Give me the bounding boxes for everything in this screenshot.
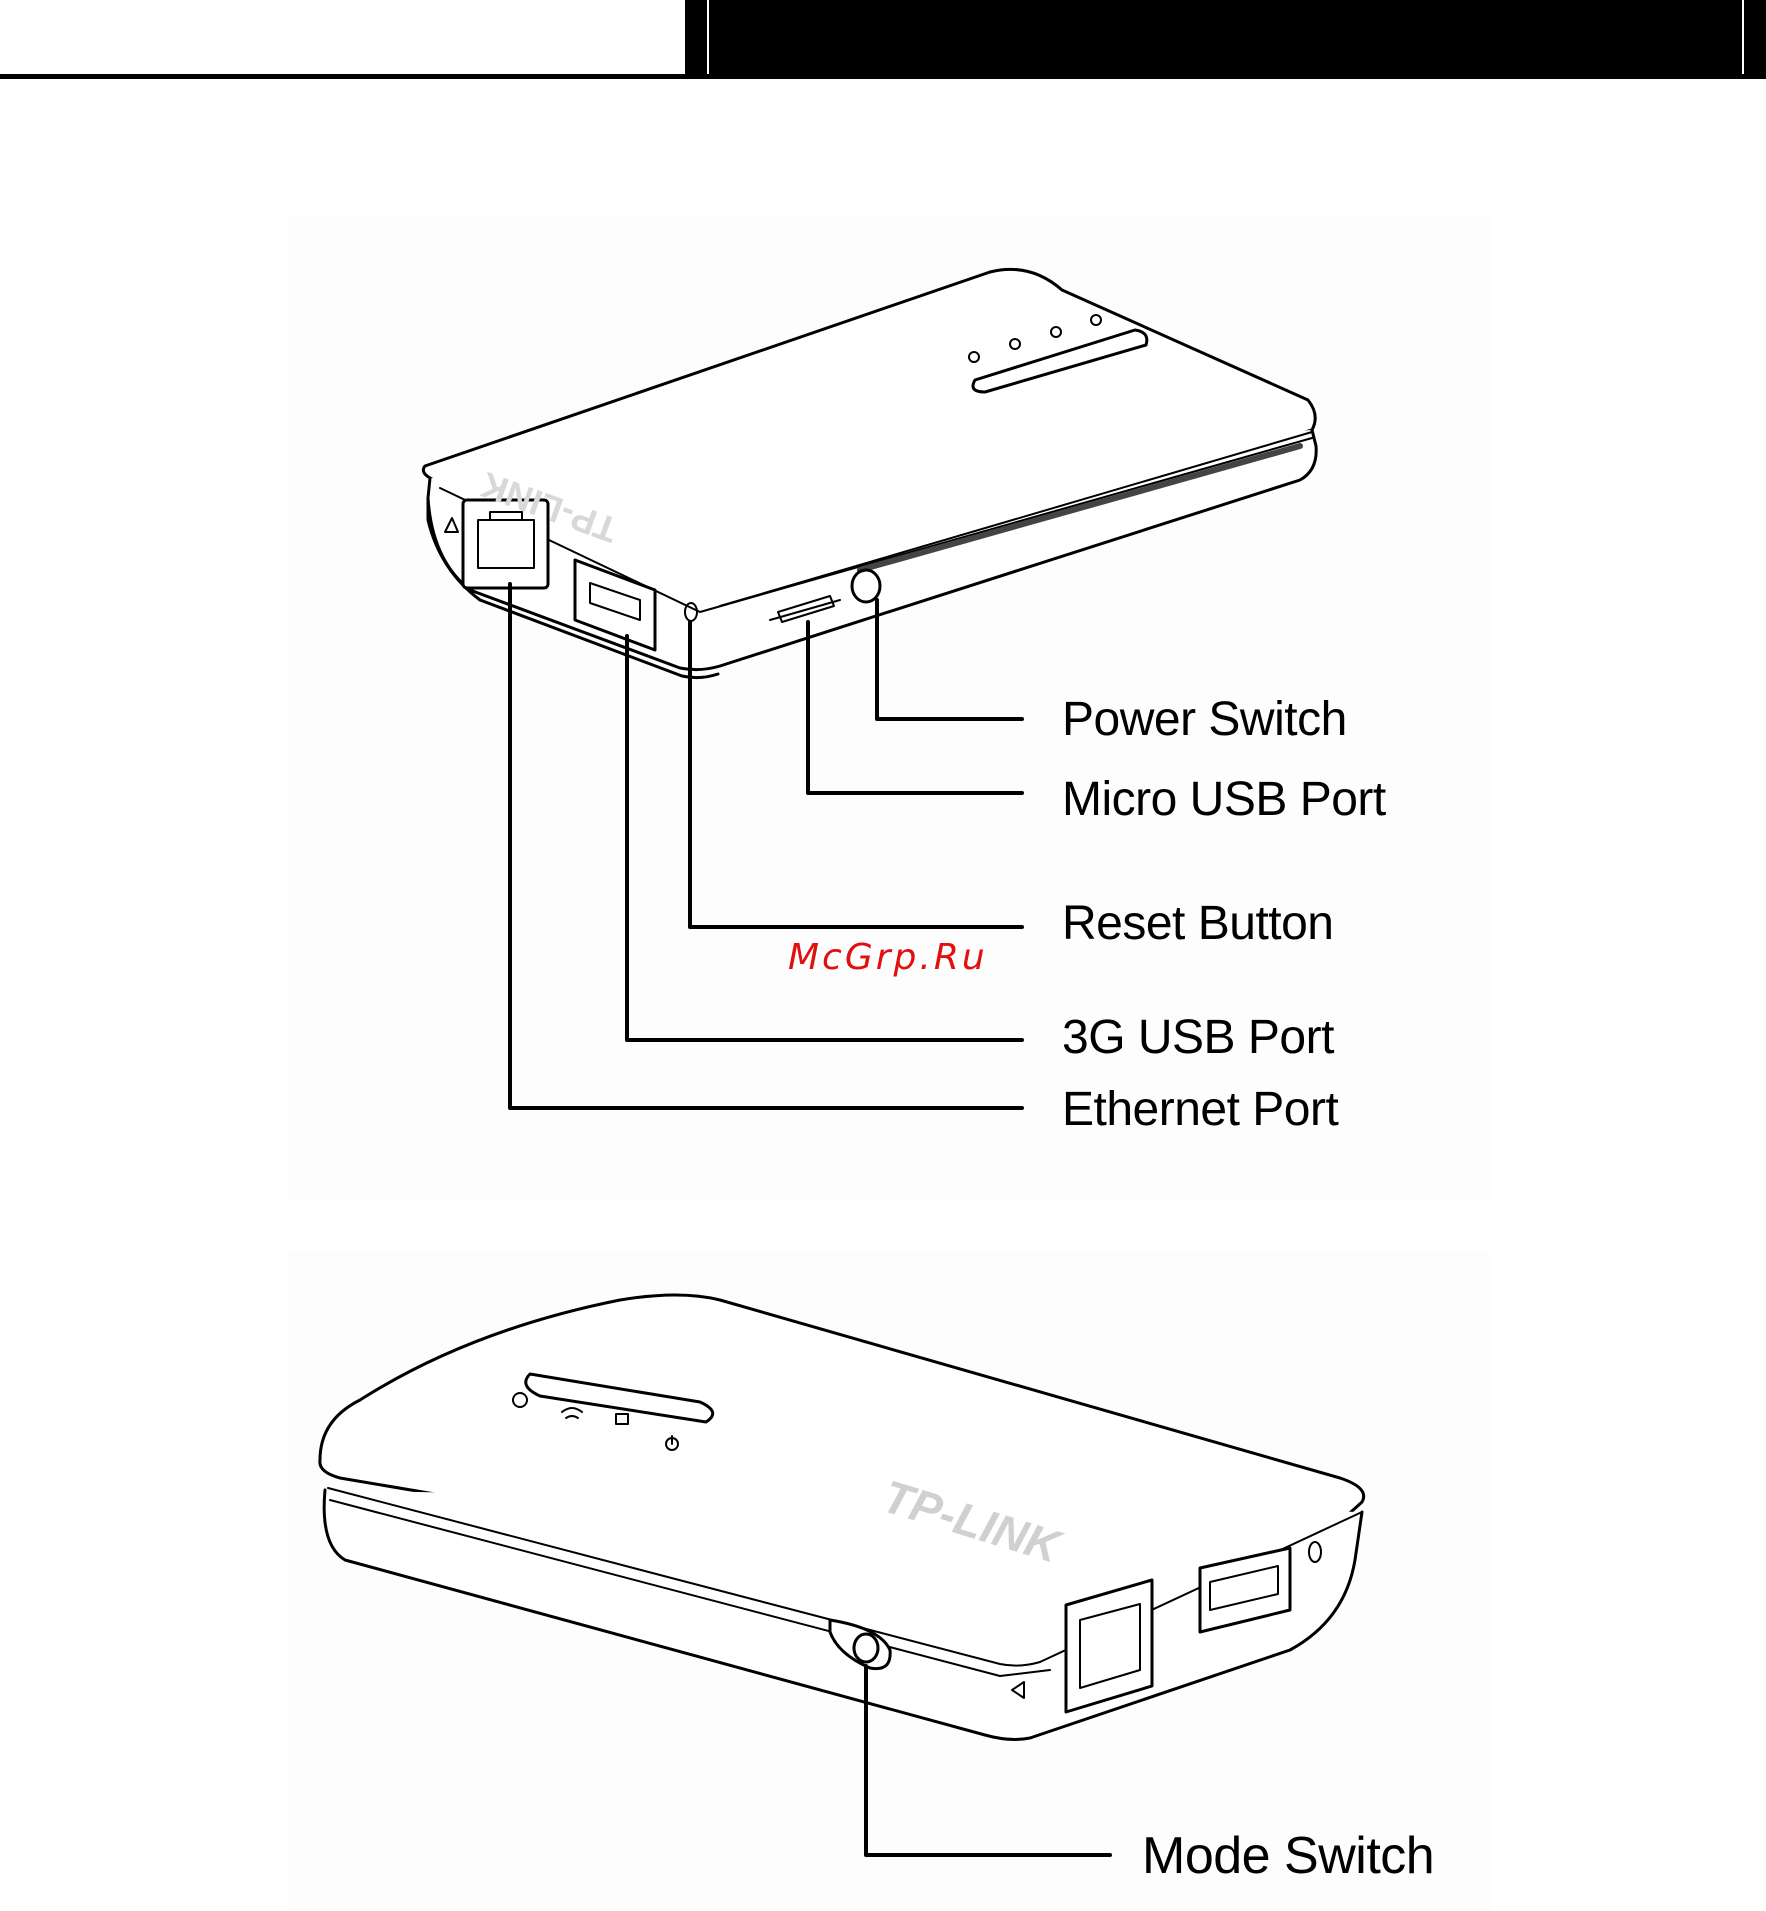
watermark-text: McGrp.Ru [788,937,988,978]
callout-3g-usb-port: 3G USB Port [1062,1014,1334,1062]
callout-mode-switch: Mode Switch [1142,1830,1434,1882]
callout-micro-usb-port: Micro USB Port [1062,776,1386,824]
callout-power-switch: Power Switch [1062,696,1347,744]
leader-lines-top [510,584,1022,1108]
device-bottom: TP-LINK [320,1295,1364,1739]
device-top: TP-LINK [423,269,1316,677]
callout-ethernet-port: Ethernet Port [1062,1086,1338,1134]
callout-reset-button: Reset Button [1062,900,1334,948]
